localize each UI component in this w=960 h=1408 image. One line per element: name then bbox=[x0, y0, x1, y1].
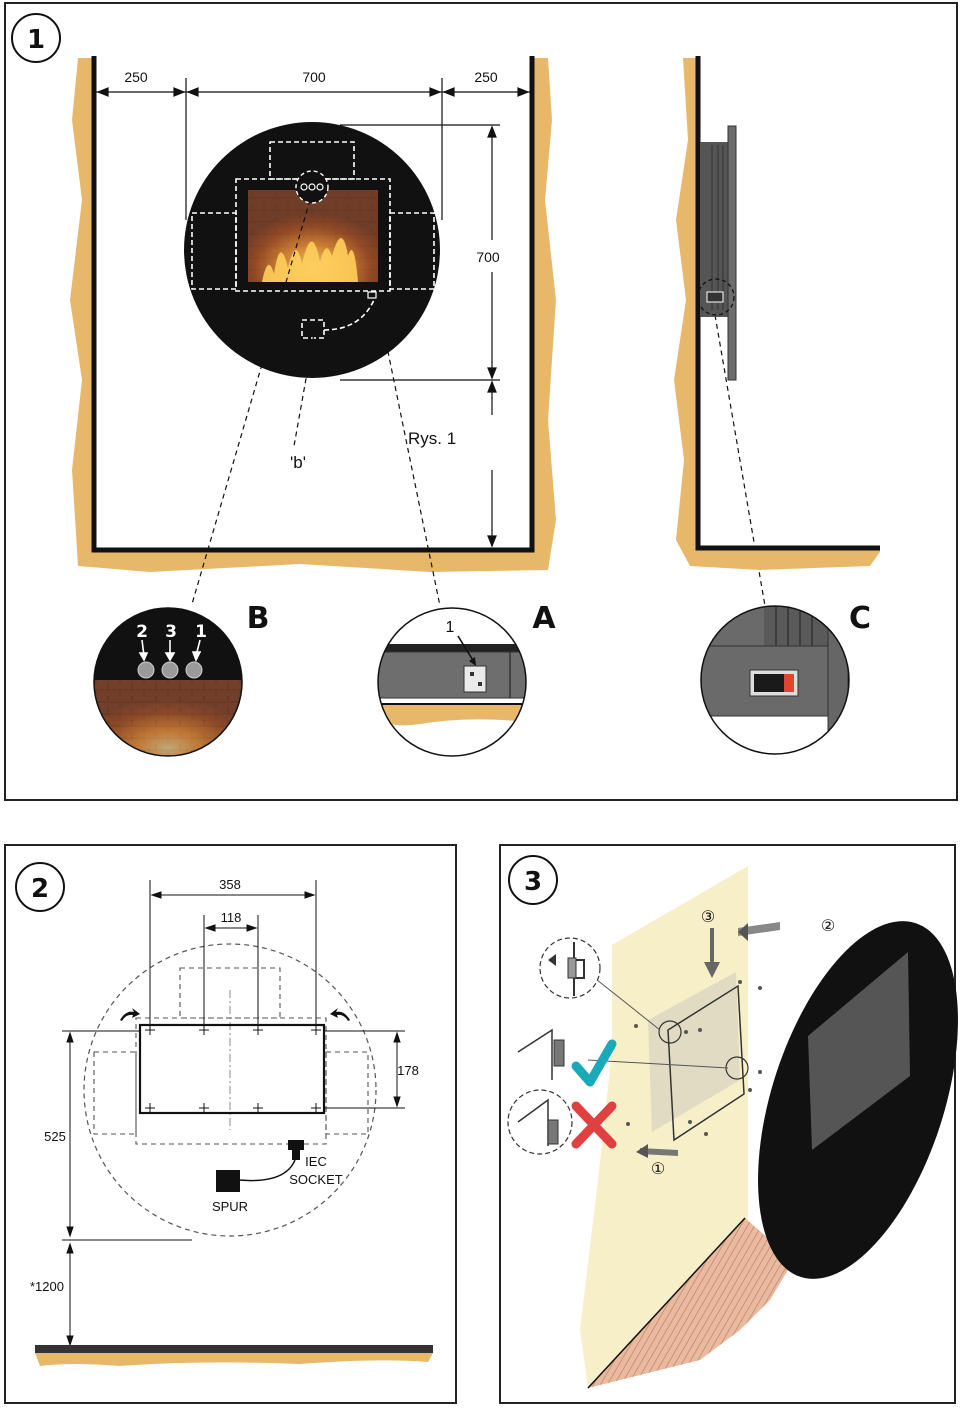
panel-2: 2 bbox=[4, 844, 457, 1404]
dim-center-700: 700 bbox=[302, 69, 326, 85]
step-badge-1-text: 1 bbox=[27, 25, 45, 55]
spur-label: SPUR bbox=[212, 1199, 248, 1214]
bracket-frame bbox=[667, 984, 745, 1142]
spur-box bbox=[216, 1170, 240, 1192]
hook-arrows bbox=[120, 1008, 350, 1021]
detail-b-num-1: 1 bbox=[195, 622, 207, 642]
wall-side bbox=[674, 58, 880, 570]
flames bbox=[262, 238, 358, 282]
hook-ring-1 bbox=[658, 1020, 682, 1044]
dim-height-700: 700 bbox=[476, 249, 500, 265]
label-b-small: 'b' bbox=[290, 453, 306, 472]
switch-small bbox=[706, 291, 724, 303]
fireplace-window-side bbox=[808, 952, 910, 1150]
top-dimensions bbox=[96, 78, 530, 220]
detail-a-letter: A bbox=[532, 601, 556, 636]
check-icon bbox=[571, 1039, 617, 1087]
dim-1200: *1200 bbox=[30, 1279, 64, 1294]
zoom-detail-wrong bbox=[507, 1089, 573, 1155]
iec-label-2: SOCKET bbox=[289, 1172, 343, 1187]
side-glass-panel bbox=[727, 125, 737, 381]
iec-socket bbox=[288, 1140, 304, 1150]
cross-icon bbox=[571, 1101, 617, 1149]
step-badge-3-text: 3 bbox=[524, 867, 542, 897]
wall-side-outline bbox=[695, 56, 880, 551]
panel2-dimensions bbox=[62, 880, 405, 1347]
step-arrows bbox=[636, 922, 780, 1158]
control-dots bbox=[300, 183, 324, 191]
power-cable bbox=[238, 1159, 296, 1182]
detail-b-num-3: 3 bbox=[165, 622, 177, 642]
figure-caption: Rys. 1 bbox=[408, 429, 456, 448]
hook-correct bbox=[517, 1028, 553, 1080]
mounting-bracket bbox=[138, 1023, 326, 1115]
floor-fill bbox=[35, 1353, 433, 1366]
step-badge-2 bbox=[15, 862, 65, 912]
step-badge-1 bbox=[11, 13, 61, 63]
dim-118: 118 bbox=[221, 910, 242, 925]
detail-b-letter: B bbox=[247, 601, 270, 636]
dim-right-250: 250 bbox=[474, 69, 498, 85]
floor-line bbox=[35, 1345, 433, 1353]
screws bbox=[626, 980, 762, 1136]
side-body bbox=[700, 142, 728, 317]
hook-correct-bracket bbox=[553, 1039, 565, 1067]
step-3: ③ bbox=[701, 909, 715, 926]
dim-525: 525 bbox=[44, 1129, 66, 1144]
iec-label-1: IEC bbox=[305, 1154, 327, 1169]
dim-left-250: 250 bbox=[124, 69, 148, 85]
detail-a: 1 A bbox=[377, 601, 556, 757]
panel-3: 3 ② ③ ① bbox=[499, 844, 958, 1404]
panel-1: 1 250 700 250 700 bbox=[4, 2, 958, 801]
dim-178: 178 bbox=[397, 1063, 419, 1078]
panel-2-frame bbox=[4, 844, 457, 1404]
detail-b-num-2: 2 bbox=[136, 622, 148, 642]
switch-zoom-ring bbox=[697, 278, 735, 316]
step-1: ① bbox=[651, 1161, 665, 1178]
dim-358: 358 bbox=[219, 877, 241, 892]
fireplace-outline-dashed bbox=[83, 943, 377, 1237]
detail-c-letter: C bbox=[849, 601, 871, 636]
step-badge-2-text: 2 bbox=[31, 874, 49, 904]
bracket-holes bbox=[145, 1025, 321, 1113]
step-badge-3 bbox=[508, 855, 558, 905]
step-2: ② bbox=[821, 918, 835, 935]
control-zoom-ring bbox=[295, 170, 329, 204]
side-fins bbox=[711, 145, 724, 310]
vertical-dimension bbox=[340, 124, 500, 548]
wall-outline bbox=[91, 56, 535, 553]
iec-socket-marker bbox=[367, 291, 377, 299]
detail-a-num-1: 1 bbox=[446, 619, 455, 636]
floor-hatched bbox=[588, 1218, 788, 1388]
